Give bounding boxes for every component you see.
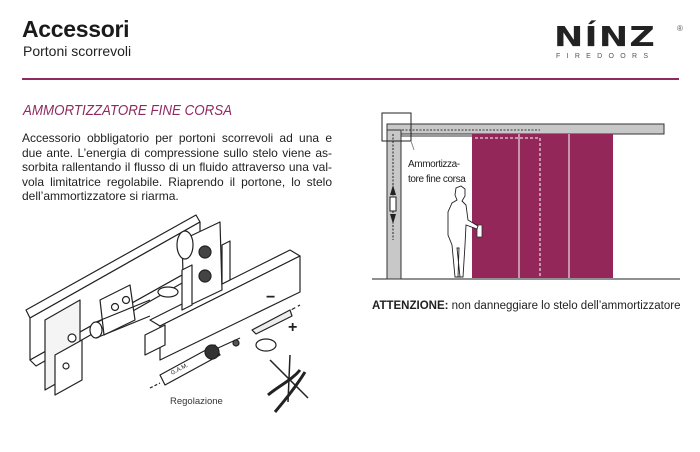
warning-label: ATTENZIONE:	[372, 300, 449, 312]
plus-sign: +	[288, 319, 297, 336]
sliding-door-diagram	[372, 112, 680, 280]
minus-sign: −	[266, 289, 275, 306]
damper-mechanism-illustration: G.A.M.	[25, 214, 309, 413]
body-line: vola limitatrice regolabile. Riaprendo i…	[22, 174, 332, 189]
sliding-door-panel	[472, 134, 613, 278]
header-divider	[22, 78, 679, 80]
damper-label-line2: tore fine corsa	[408, 174, 466, 185]
registered-mark: ®	[677, 24, 683, 33]
logo-wordmark: NÍNZ	[554, 20, 656, 53]
warning-text: non danneggiare lo stelo dell’ammortizza…	[448, 300, 681, 312]
page-title: Accessori	[22, 16, 130, 42]
ninz-logo: NÍNZ ® FIREDOORS	[554, 22, 684, 62]
body-line: sorbita rallentando il flusso di un flui…	[22, 160, 332, 174]
warning-note: ATTENZIONE: non danneggiare lo stelo del…	[372, 300, 681, 312]
section-heading: AMMORTIZZATORE FINE CORSA	[23, 103, 233, 119]
body-line: dell’ammortizzatore si riarma.	[22, 189, 179, 203]
body-line: due ante. L’energia di compressione sull…	[22, 145, 332, 160]
section-body: Accessorio obbligatorio per portoni scor…	[22, 131, 332, 204]
figure-caption-regolazione: Regolazione	[170, 396, 223, 407]
logo-tagline: FIREDOORS	[556, 53, 655, 60]
body-line: Accessorio obbligatorio per portoni scor…	[22, 131, 332, 145]
page-subtitle: Portoni scorrevoli	[23, 43, 132, 59]
damper-label-line1: Ammortizza-	[408, 159, 460, 170]
